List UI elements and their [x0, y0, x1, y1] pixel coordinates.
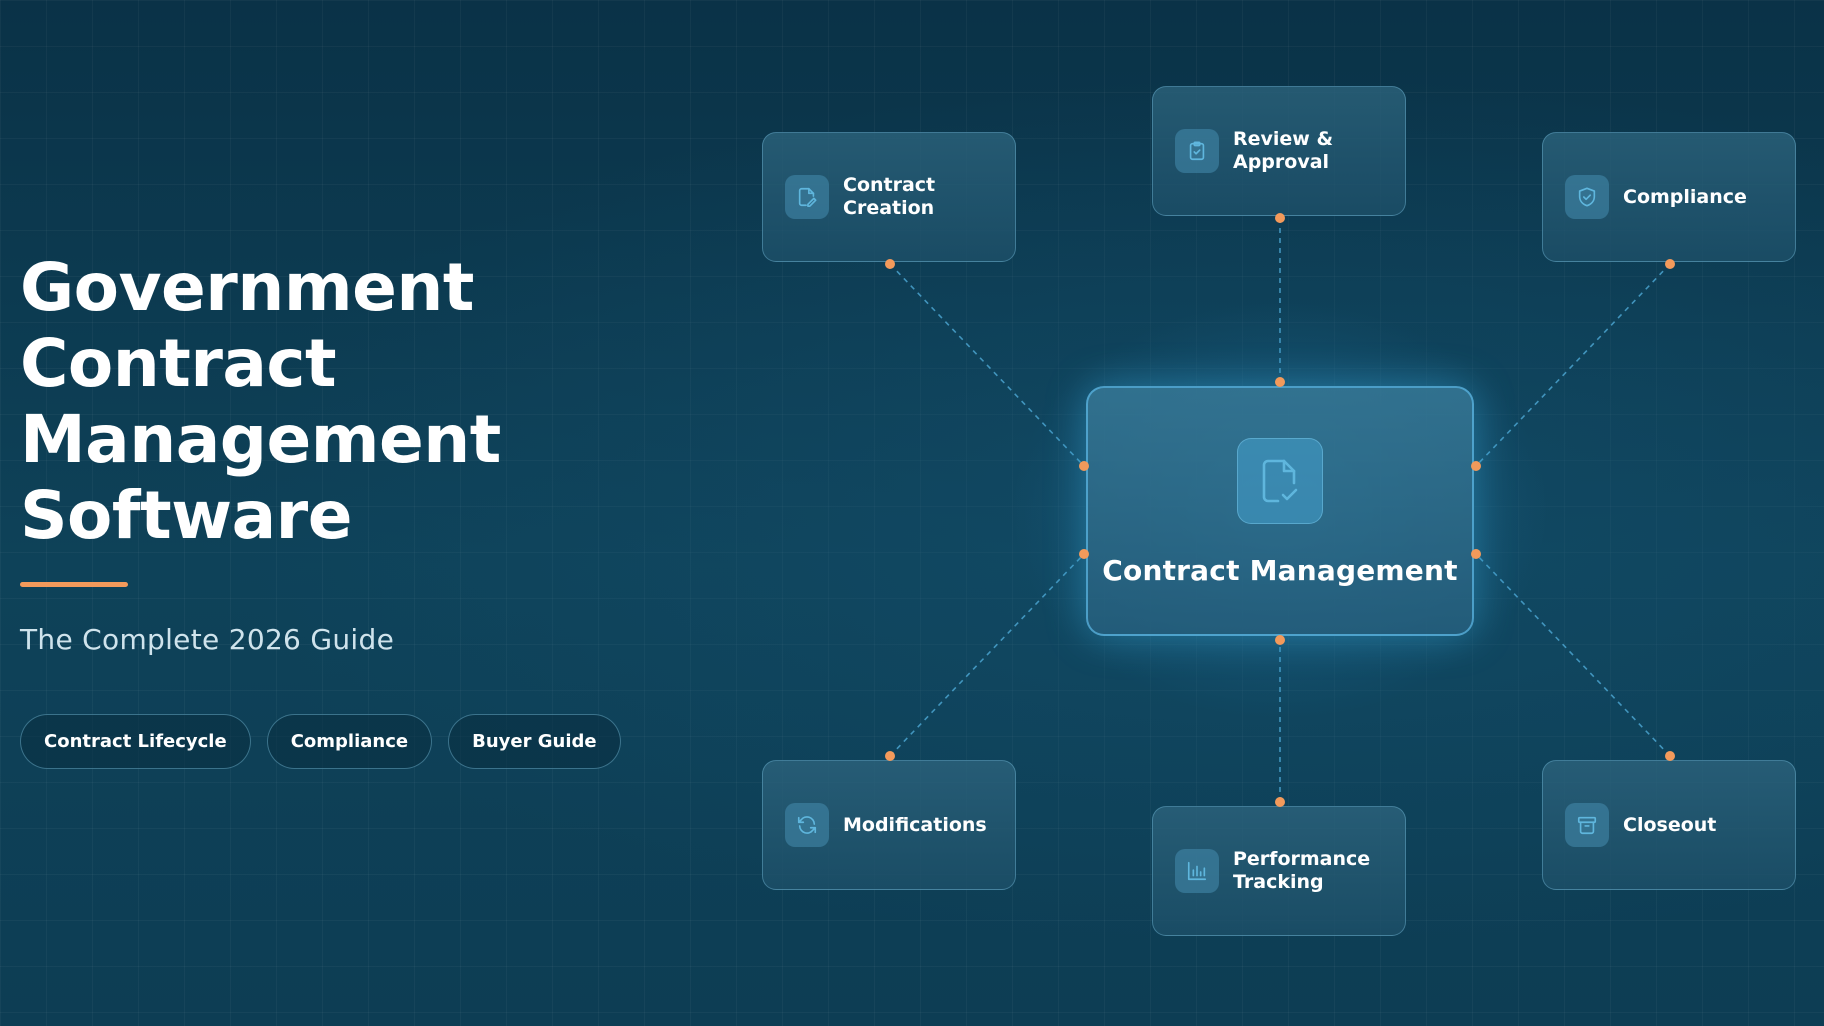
contract-management-hub[interactable]: Contract Management	[1086, 386, 1474, 636]
title-line: Management	[20, 401, 501, 478]
accent-divider	[20, 582, 128, 587]
connector-dot	[1275, 797, 1285, 807]
connector-dot	[885, 751, 895, 761]
title-line: Contract	[20, 325, 337, 402]
node-review-approval[interactable]: Review & Approval	[1152, 86, 1406, 216]
connector-dot	[1471, 461, 1481, 471]
connector-dot	[1079, 549, 1089, 559]
node-label: Closeout	[1623, 813, 1717, 836]
node-label: Performance Tracking	[1233, 848, 1371, 893]
archive-box-icon	[1565, 803, 1609, 847]
refresh-icon	[785, 803, 829, 847]
connector-dot	[1471, 549, 1481, 559]
node-label: Review & Approval	[1233, 128, 1334, 173]
shield-check-icon	[1565, 175, 1609, 219]
node-compliance[interactable]: Compliance	[1542, 132, 1796, 262]
bar-chart-icon	[1175, 849, 1219, 893]
node-contract-creation[interactable]: Contract Creation	[762, 132, 1016, 262]
connector-dot	[1275, 635, 1285, 645]
title-line: Software	[20, 477, 352, 554]
connector-dot	[1275, 213, 1285, 223]
connector-dot	[1665, 259, 1675, 269]
connector-dot	[1275, 377, 1285, 387]
node-label: Contract Creation	[843, 174, 936, 219]
connector-dot	[1665, 751, 1675, 761]
page-subtitle: The Complete 2026 Guide	[20, 623, 395, 656]
clipboard-check-icon	[1175, 129, 1219, 173]
title-line: Government	[20, 249, 474, 326]
document-check-icon	[1237, 438, 1323, 524]
hero-section: Government Contract Management Software …	[20, 250, 660, 656]
hub-label: Contract Management	[1102, 554, 1458, 587]
connector-dot	[1079, 461, 1089, 471]
node-modifications[interactable]: Modifications	[762, 760, 1016, 890]
tag-contract-lifecycle[interactable]: Contract Lifecycle	[20, 714, 251, 769]
edit-document-icon	[785, 175, 829, 219]
connector-dot	[885, 259, 895, 269]
node-closeout[interactable]: Closeout	[1542, 760, 1796, 890]
tag-buyer-guide[interactable]: Buyer Guide	[448, 714, 621, 769]
node-label: Modifications	[843, 813, 987, 836]
page-title: Government Contract Management Software	[20, 250, 660, 554]
tag-list: Contract Lifecycle Compliance Buyer Guid…	[20, 714, 621, 769]
node-label: Compliance	[1623, 185, 1747, 208]
tag-compliance[interactable]: Compliance	[266, 714, 433, 769]
node-performance-tracking[interactable]: Performance Tracking	[1152, 806, 1406, 936]
